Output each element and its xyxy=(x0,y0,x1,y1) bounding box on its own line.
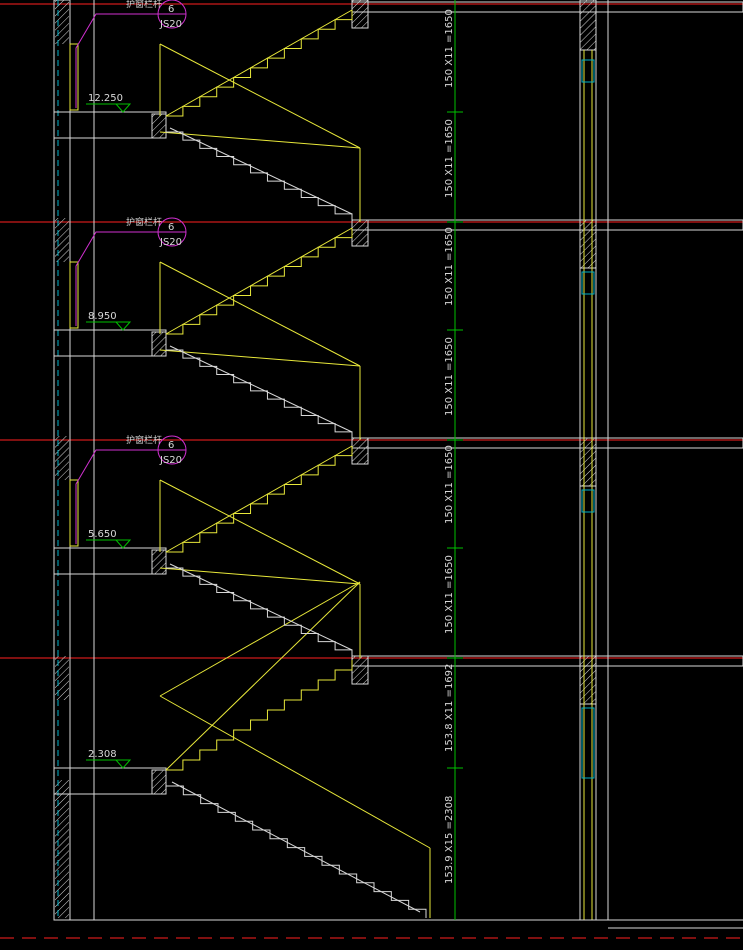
upper-flight-soffit-2 xyxy=(165,227,353,335)
right-wall xyxy=(579,0,609,920)
flight-edge-b-2 xyxy=(159,349,361,367)
ground-flight-up xyxy=(166,660,353,771)
callout-1: 护窗栏杆 6 JS20 xyxy=(75,0,187,108)
flight-edge-a-2 xyxy=(159,261,361,367)
callout-1-num: 6 xyxy=(168,4,174,15)
callout-2-num: 6 xyxy=(168,222,174,233)
upper-flight-3 xyxy=(166,446,353,553)
level-mark-1: 12.250 xyxy=(86,93,132,113)
callout-3-num: 6 xyxy=(168,440,174,451)
hatched-stair-flights xyxy=(166,127,427,918)
ground-hatched-flight xyxy=(166,785,427,918)
callout-3-code: JS20 xyxy=(159,455,182,466)
dim-text-5: 150 X11 =1650 xyxy=(444,445,455,524)
hatched-flight-1 xyxy=(166,131,353,222)
flight-edge-a-3 xyxy=(159,479,361,585)
dim-text-3: 150 X11 =1650 xyxy=(444,227,455,306)
floor-slabs xyxy=(351,0,743,685)
upper-flight-soffit-1 xyxy=(165,9,353,117)
stair-flights xyxy=(159,9,431,918)
level-mark-4: 2.308 xyxy=(86,749,132,769)
ground-hatched-soffit xyxy=(171,781,421,913)
upper-flight-soffit-3 xyxy=(165,445,353,553)
callout-3-label: 护窗栏杆 xyxy=(126,434,162,446)
ground-edge-b xyxy=(159,695,431,849)
callout-1-label: 护窗栏杆 xyxy=(126,0,162,10)
ground-line xyxy=(54,919,743,929)
ground-soffit xyxy=(165,581,361,771)
dim-text-8: 153.9 X15 =2308 xyxy=(444,796,455,884)
hatched-flight-3 xyxy=(166,567,353,658)
level-mark-4-text: 2.308 xyxy=(88,749,117,760)
callout-3: 护窗栏杆 6 JS20 xyxy=(75,434,187,544)
hatched-soffit-1 xyxy=(169,127,353,215)
upper-flight-1 xyxy=(166,10,353,117)
dim-text-4: 150 X11 =1650 xyxy=(444,337,455,416)
dim-text-2: 150 X11 =1650 xyxy=(444,119,455,198)
dim-text-1: 150 X11 =1650 xyxy=(444,9,455,88)
level-mark-2: 8.950 xyxy=(86,311,132,331)
ground-edge-a xyxy=(159,581,361,697)
callout-2-label: 护窗栏杆 xyxy=(126,216,162,228)
flight-edge-b-3 xyxy=(159,567,361,585)
flight-edge-b-1 xyxy=(159,131,361,149)
level-mark-1-text: 12.250 xyxy=(88,93,123,104)
floor-axis-lines xyxy=(0,3,743,939)
dimension-line xyxy=(447,0,463,920)
upper-flight-2 xyxy=(166,228,353,335)
level-mark-2-text: 8.950 xyxy=(88,311,117,322)
dim-text-6: 150 X11 =1650 xyxy=(444,555,455,634)
hatched-soffit-2 xyxy=(169,345,353,433)
hatched-flight-2 xyxy=(166,349,353,440)
landing-slabs xyxy=(53,111,167,795)
dim-text-7: 153.8 X11 =1692 xyxy=(444,664,455,752)
callout-2: 护窗栏杆 6 JS20 xyxy=(75,216,187,326)
level-mark-3-text: 5.650 xyxy=(88,529,117,540)
callout-2-code: JS20 xyxy=(159,237,182,248)
level-mark-3: 5.650 xyxy=(86,529,132,549)
hatched-soffit-3 xyxy=(169,563,353,651)
callout-1-code: JS20 xyxy=(159,19,182,30)
flight-edge-a-1 xyxy=(159,43,361,149)
